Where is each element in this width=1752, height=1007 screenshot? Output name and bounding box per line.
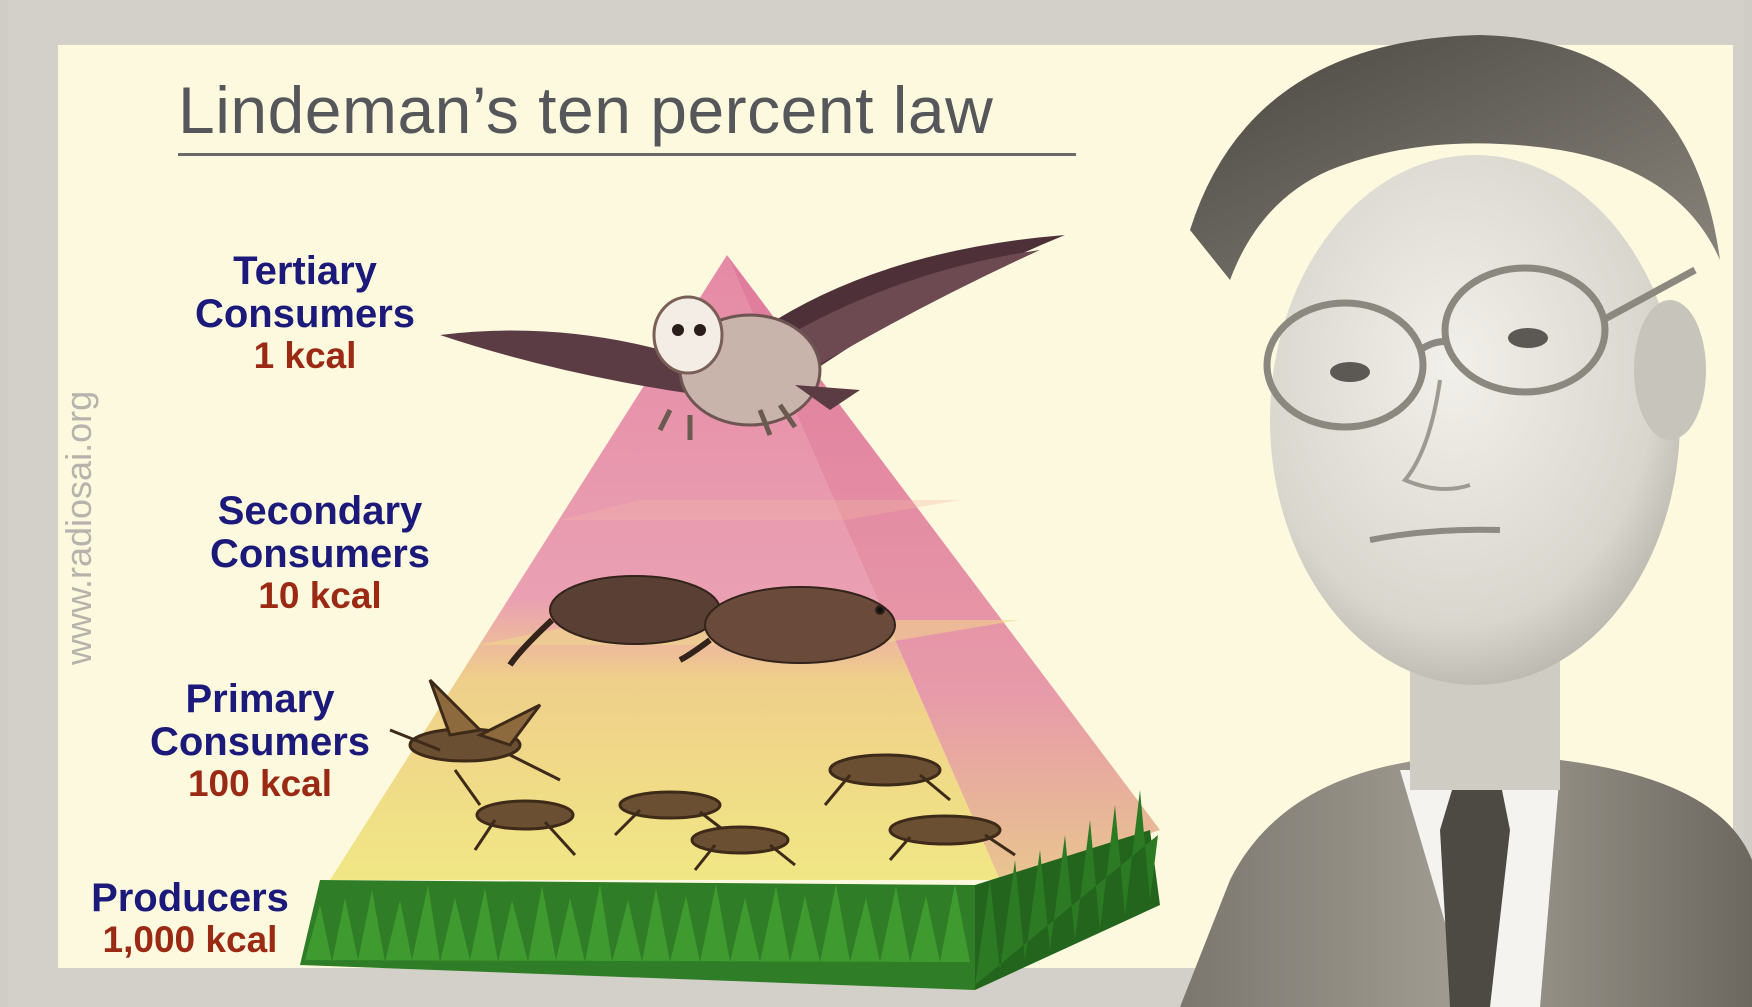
- level-name-line1: Producers: [70, 877, 310, 920]
- level-name-line1: Secondary: [190, 490, 450, 533]
- producers-label: Producers 1,000 kcal: [70, 877, 310, 960]
- level-energy: 1,000 kcal: [70, 920, 310, 960]
- portrait-photo: [1180, 35, 1752, 1007]
- left-eye: [1330, 362, 1370, 382]
- level-energy: 10 kcal: [190, 576, 450, 616]
- level-name-line2: Consumers: [130, 721, 390, 764]
- right-eye: [1508, 328, 1548, 348]
- secondary-consumers-label: Secondary Consumers 10 kcal: [190, 490, 450, 616]
- primary-consumers-label: Primary Consumers 100 kcal: [130, 678, 390, 804]
- ear: [1634, 300, 1706, 440]
- face: [1270, 155, 1680, 685]
- level-energy: 1 kcal: [180, 336, 430, 376]
- level-energy: 100 kcal: [130, 764, 390, 804]
- level-name-line1: Tertiary: [180, 250, 430, 293]
- level-name-line2: Consumers: [180, 293, 430, 336]
- level-name-line2: Consumers: [190, 533, 450, 576]
- barn-owl-illustration: [440, 235, 1065, 440]
- diagram-title: Lindeman’s ten percent law: [178, 72, 993, 148]
- level-name-line1: Primary: [130, 678, 390, 721]
- title-underline: [178, 153, 1076, 156]
- watermark-text: www.radiosai.org: [58, 391, 100, 665]
- tertiary-consumers-label: Tertiary Consumers 1 kcal: [180, 250, 430, 376]
